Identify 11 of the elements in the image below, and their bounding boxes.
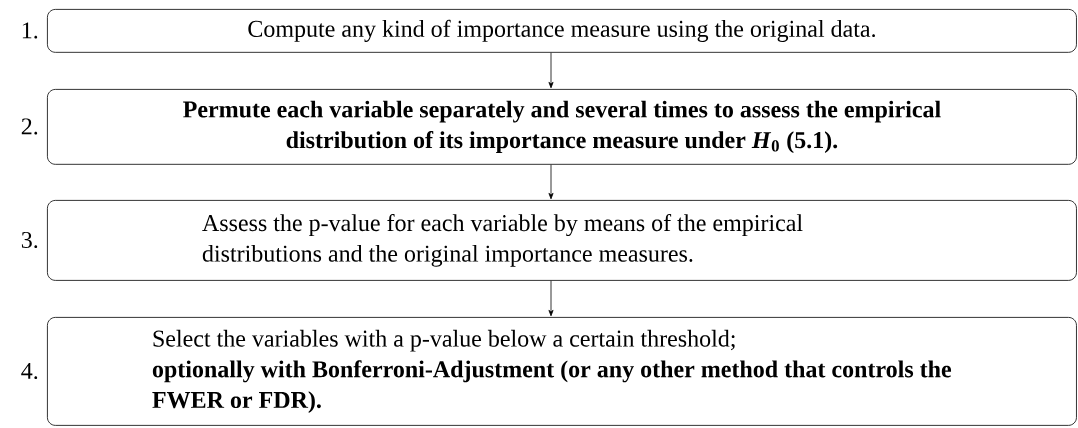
process-box: Compute any kind of importance measure using the original data. — [47, 9, 1077, 53]
step-number: 2. — [21, 118, 38, 135]
arrow — [548, 164, 554, 200]
step-number: 4. — [21, 362, 38, 380]
step-number: 1. — [22, 22, 38, 39]
process-box: Permute each variable separately and several times to assess the empirical distribution of its importance measure under H$_{0}$ (5.1). — [47, 89, 1077, 165]
process-box: Assess the p-value for each variable by means of the empirical distributions and the original importance measures. — [47, 200, 1077, 281]
step-number: 3. — [21, 231, 38, 249]
arrow — [548, 280, 554, 317]
process-box: Select the variables with a p-value below a certain threshold; optionally with Bonferroni-Adjustment (or any other method that controls the FWER or FDR). — [47, 317, 1077, 426]
arrow — [548, 52, 554, 89]
